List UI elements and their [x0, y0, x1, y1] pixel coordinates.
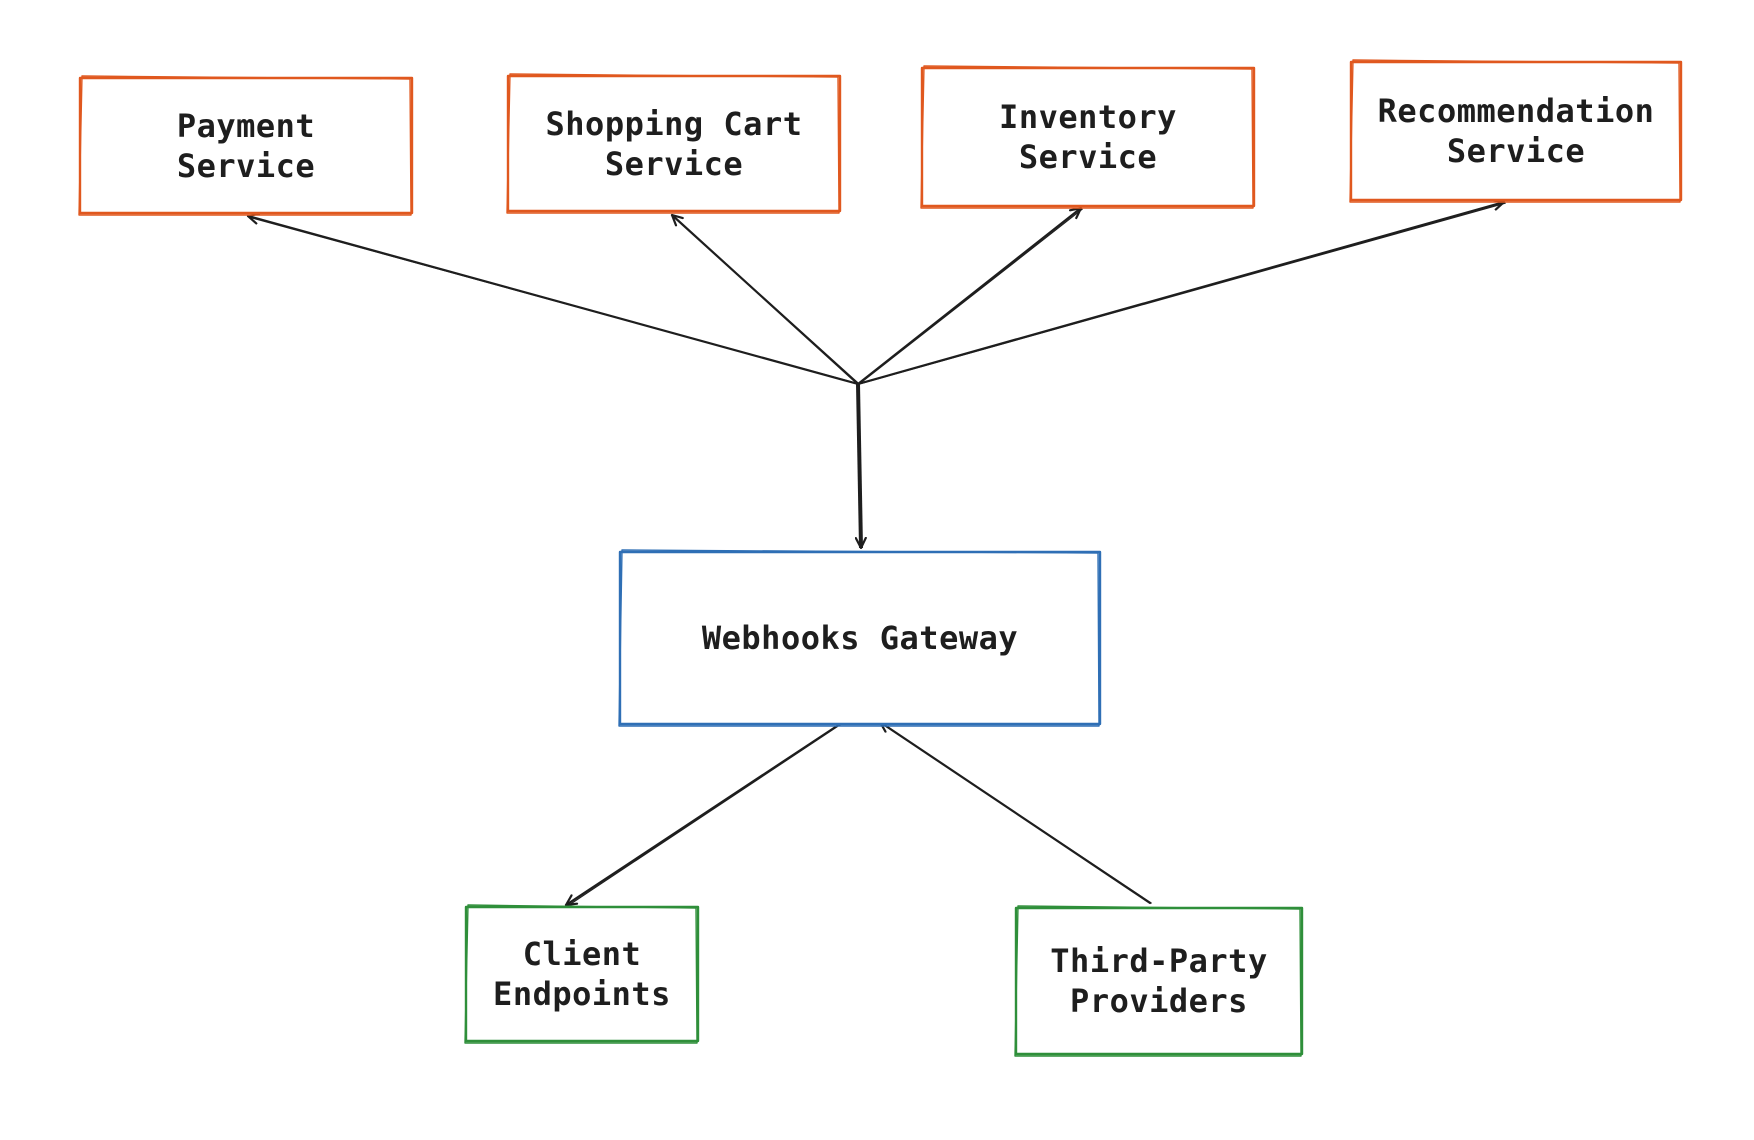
boxes-layer	[78, 59, 1683, 1057]
inventory-service-label-line-2: Service	[1018, 138, 1158, 176]
recommendation-service-label-line-1: Recommendation	[1377, 92, 1655, 130]
edge-gateway-to-client	[564, 722, 842, 907]
client-box-sketch	[464, 904, 698, 1044]
inventory-box-sketch	[920, 65, 1254, 209]
third-party-providers-label-line-2: Providers	[1070, 982, 1248, 1020]
edge-thirdparty-to-gateway-sketch	[880, 722, 1152, 904]
payment-service-label: Payment Service	[80, 78, 412, 213]
third-party-providers-label-line-1: Third-Party	[1050, 942, 1268, 980]
edge-gateway-to-cart-sketch	[672, 215, 860, 385]
gateway-box-sketch	[618, 549, 1100, 727]
edges-layer	[248, 202, 1506, 907]
edge-gateway-to-recommendation-sketch	[858, 202, 1506, 385]
recommendation-service-label: Recommendation Service	[1351, 62, 1681, 200]
recommendation-box-sketch	[1349, 59, 1681, 203]
client-endpoints-label-line-2: Endpoints	[493, 975, 671, 1013]
client-endpoints-label: Client Endpoints	[466, 907, 698, 1041]
third-party-providers-label: Third-Party Providers	[1016, 908, 1302, 1054]
edge-gateway-to-payment-sketch	[248, 216, 860, 385]
webhooks-gateway-label-line-1: Webhooks Gateway	[701, 619, 1019, 657]
inventory-service-label-line-1: Inventory	[999, 98, 1177, 136]
shopping-cart-service-label-line-2: Service	[604, 144, 744, 183]
gateway-trunk-edge	[858, 383, 861, 548]
edge-gateway-to-client-sketch	[566, 723, 842, 907]
payment-service-label-line-2: Service	[176, 146, 316, 185]
payment-service-label-line-1: Payment	[176, 106, 316, 145]
payment-box-sketch	[78, 75, 412, 216]
cart-box-sketch	[506, 73, 840, 214]
shopping-cart-service-label-line-1: Shopping Cart	[545, 104, 803, 143]
shopping-cart-service-label: Shopping Cart Service	[508, 76, 840, 211]
webhooks-gateway-label: Webhooks Gateway	[620, 552, 1100, 724]
thirdparty-box-sketch	[1014, 905, 1302, 1057]
client-endpoints-label-line-1: Client	[522, 935, 642, 973]
recommendation-service-label-line-2: Service	[1446, 132, 1586, 170]
edge-gateway-to-inventory-sketch	[858, 208, 1083, 385]
inventory-service-label: Inventory Service	[922, 68, 1254, 206]
edge-gateway-to-inventory	[856, 206, 1083, 386]
